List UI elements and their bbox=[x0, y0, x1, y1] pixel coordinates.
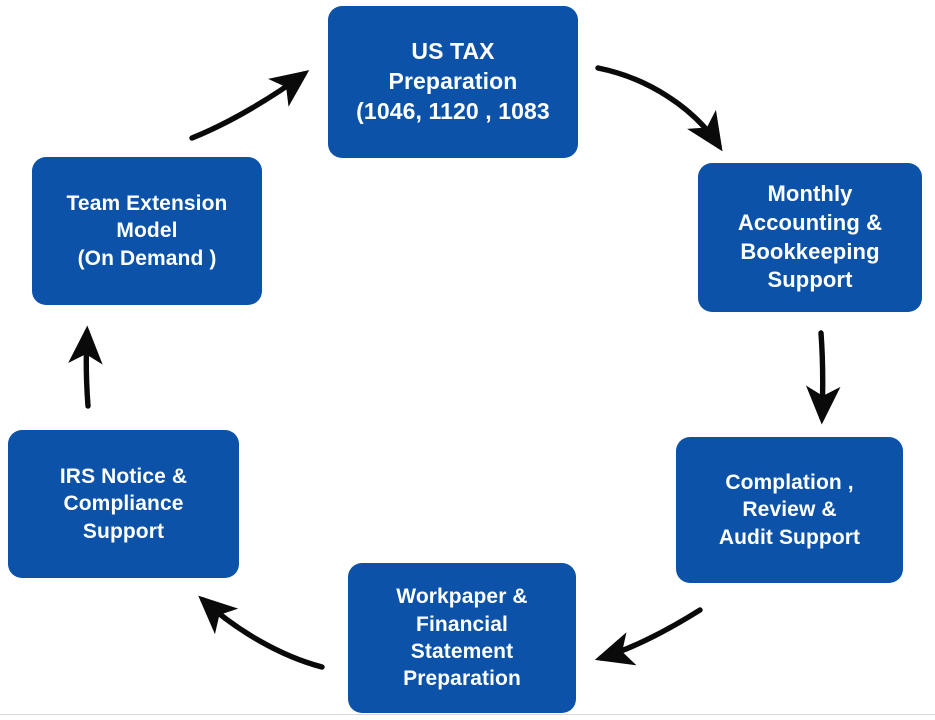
node-irs-line-1: IRS Notice & bbox=[59, 465, 188, 489]
node-workpaper-line-3: Statement bbox=[410, 640, 514, 663]
node-team-line-2: Model bbox=[116, 219, 178, 243]
node-complation-line-2: Review & bbox=[742, 498, 837, 522]
node-team-extension-model-on-demand[interactable]: Team Extension Model (On Demand ) bbox=[32, 157, 262, 305]
node-workpaper-financial-statement-preparation[interactable]: Workpaper & Financial Statement Preparat… bbox=[348, 563, 576, 713]
node-monthly-line-2: Accounting & bbox=[737, 209, 883, 235]
node-irs-line-3: Support bbox=[82, 519, 165, 543]
arrow-team-to-us-tax bbox=[189, 70, 310, 141]
node-workpaper-line-1: Workpaper & bbox=[396, 585, 528, 609]
node-team-line-1: Team Extension bbox=[66, 192, 228, 216]
node-monthly-accounting-bookkeeping-support[interactable]: Monthly Accounting & Bookkeeping Support bbox=[698, 163, 922, 312]
node-team-line-3: (On Demand ) bbox=[77, 246, 217, 270]
node-us-tax-preparation[interactable]: US TAX Preparation (1046, 1120 , 1083 bbox=[328, 6, 578, 158]
node-irs-notice-compliance-support[interactable]: IRS Notice & Compliance Support bbox=[8, 430, 239, 578]
arrow-workpaper-to-irs bbox=[198, 595, 325, 670]
node-complation-line-3: Audit Support bbox=[718, 525, 861, 549]
arrow-us-tax-to-monthly bbox=[595, 65, 723, 152]
node-monthly-line-3: Bookkeeping bbox=[740, 238, 880, 264]
node-monthly-line-1: Monthly bbox=[767, 181, 853, 207]
node-workpaper-line-4: Preparation bbox=[403, 667, 521, 691]
node-complation-line-1: Complation , bbox=[725, 471, 854, 495]
node-us-tax-line-3: (1046, 1120 , 1083 bbox=[356, 97, 550, 124]
node-monthly-line-4: Support bbox=[767, 267, 853, 293]
node-complation-review-audit-support[interactable]: Complation , Review & Audit Support bbox=[676, 437, 903, 583]
arrow-complation-to-workpaper bbox=[594, 607, 703, 666]
arrow-monthly-to-complation bbox=[805, 330, 841, 425]
node-irs-line-2: Compliance bbox=[63, 492, 184, 516]
bottom-divider bbox=[0, 714, 935, 715]
node-us-tax-line-2: Preparation bbox=[388, 68, 518, 95]
node-workpaper-line-2: Financial bbox=[416, 612, 508, 636]
arrow-irs-to-team bbox=[68, 325, 103, 409]
node-us-tax-line-1: US TAX bbox=[411, 38, 495, 65]
